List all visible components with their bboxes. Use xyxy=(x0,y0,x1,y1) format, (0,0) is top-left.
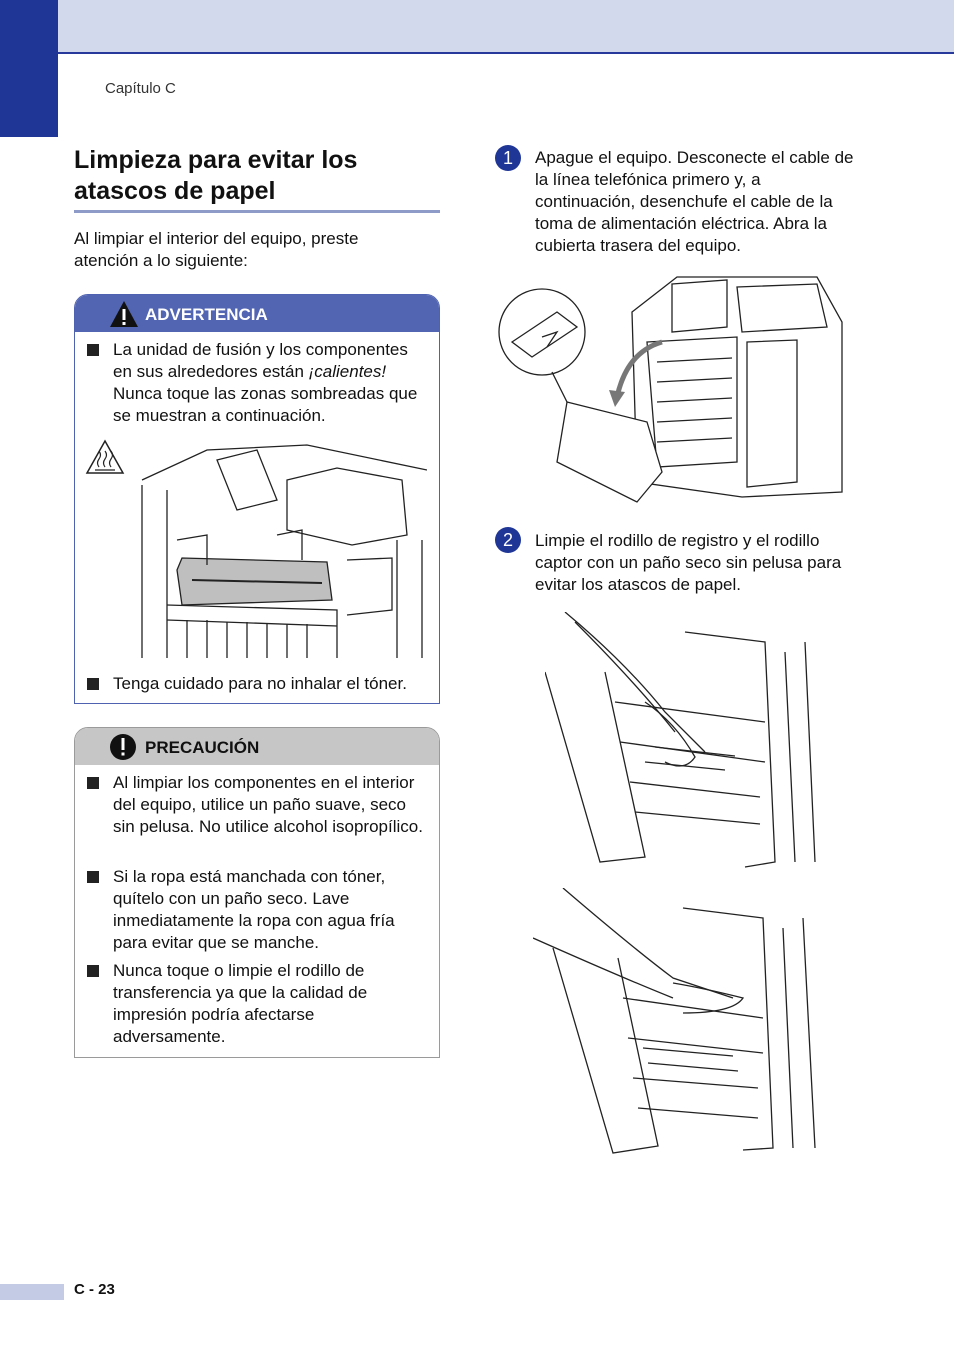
warning-box: ADVERTENCIA La unidad de fusión y los co… xyxy=(74,294,440,704)
bullet-square-icon xyxy=(87,678,99,690)
caution-item-2: Si la ropa está manchada con tóner, quít… xyxy=(87,866,427,954)
clean-pickup-roller-illustration xyxy=(533,888,816,1154)
footer-bar xyxy=(0,1284,64,1300)
hot-surface-icon xyxy=(85,439,125,474)
chapter-tab-block xyxy=(0,0,58,137)
bullet-square-icon xyxy=(87,777,99,789)
step-2-text: Limpie el rodillo de registro y el rodil… xyxy=(535,531,842,594)
caution-item-3: Nunca toque o limpie el rodillo de trans… xyxy=(87,960,427,1048)
warning-triangle-icon xyxy=(110,301,138,327)
clean-registration-roller-illustration xyxy=(545,612,816,868)
section-title: Limpieza para evitar los atascos de pape… xyxy=(74,146,358,205)
caution-heading: PRECAUCIÓN xyxy=(145,738,260,757)
bullet-square-icon xyxy=(87,965,99,977)
step-1-text: Apague el equipo. Desconecte el cable de… xyxy=(535,148,854,255)
exclamation-icon xyxy=(110,734,136,760)
chapter-label: Capítulo C xyxy=(105,80,176,97)
title-underline xyxy=(74,210,440,213)
bullet-square-icon xyxy=(87,871,99,883)
warning-heading: ADVERTENCIA xyxy=(145,305,268,324)
warning-item-1: La unidad de fusión y los componentes en… xyxy=(87,339,427,427)
top-header-bar xyxy=(0,0,954,54)
page-number: C - 23 xyxy=(74,1281,115,1298)
caution-box: PRECAUCIÓN Al limpiar los componentes en… xyxy=(74,727,440,1058)
warning-header: ADVERTENCIA xyxy=(75,295,439,332)
section-intro: Al limpiar el interior del equipo, prest… xyxy=(74,229,359,270)
step-2-number: 2 xyxy=(495,527,521,553)
caution-header: PRECAUCIÓN xyxy=(75,728,439,765)
caution-item-1: Al limpiar los componentes en el interio… xyxy=(87,772,427,838)
step-1-number: 1 xyxy=(495,145,521,171)
warning-item-2: Tenga cuidado para no inhalar el tóner. xyxy=(87,673,427,695)
bullet-square-icon xyxy=(87,344,99,356)
open-back-cover-illustration xyxy=(498,276,843,503)
fuser-unit-illustration xyxy=(137,440,427,658)
